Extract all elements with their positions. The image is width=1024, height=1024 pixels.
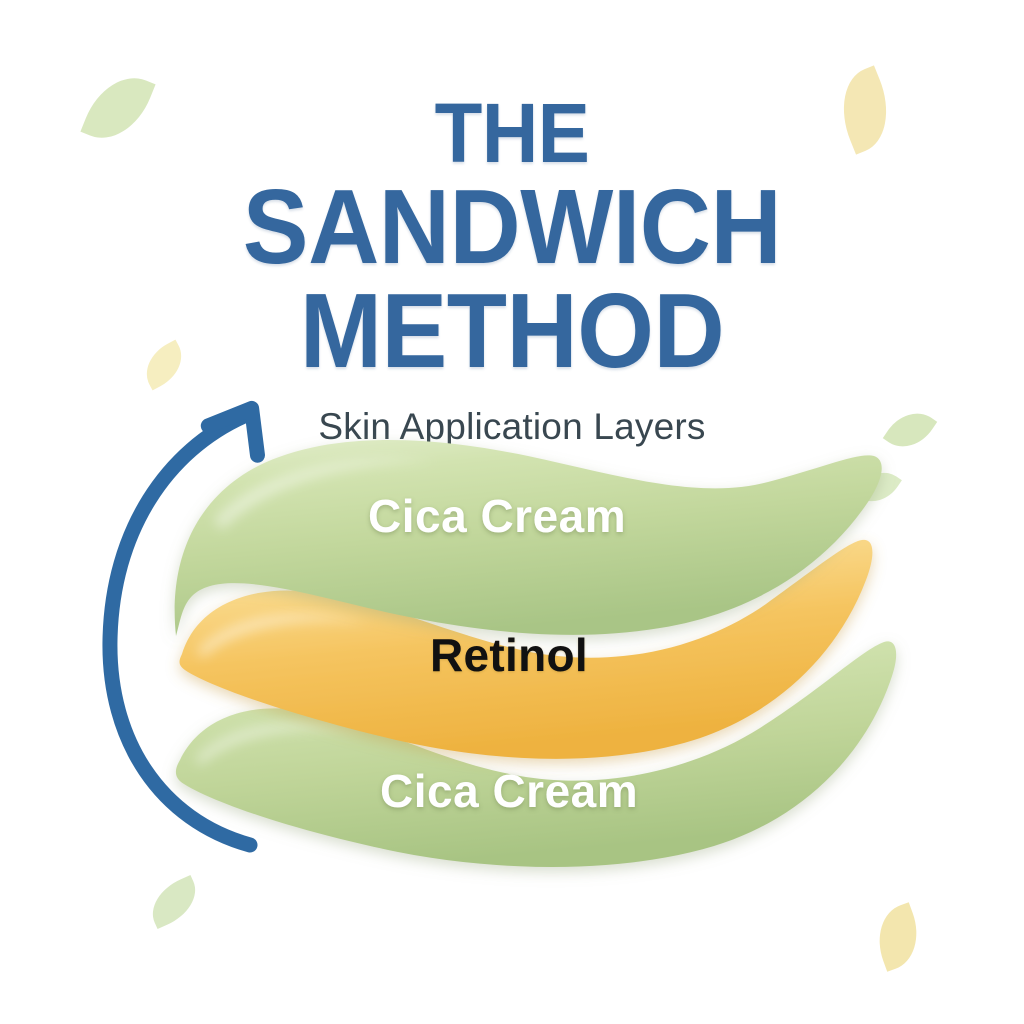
curved-sequence-arrow-icon — [102, 400, 265, 853]
layer-shape-retinol — [179, 539, 873, 759]
layer-label-cica-bottom: Cica Cream — [380, 765, 639, 817]
page-title-line-2: SANDWICH METHOD — [242, 168, 782, 391]
header-block: THE SANDWICH METHOD Skin Application Lay… — [0, 86, 1024, 448]
layer-label-retinol: Retinol — [430, 629, 588, 681]
layer-shape-cica-bottom — [175, 641, 897, 868]
page-title-line-1: THE — [434, 86, 590, 180]
layer-shape-cica-top — [174, 439, 882, 636]
layer-label-cica-top: Cica Cream — [368, 490, 627, 542]
